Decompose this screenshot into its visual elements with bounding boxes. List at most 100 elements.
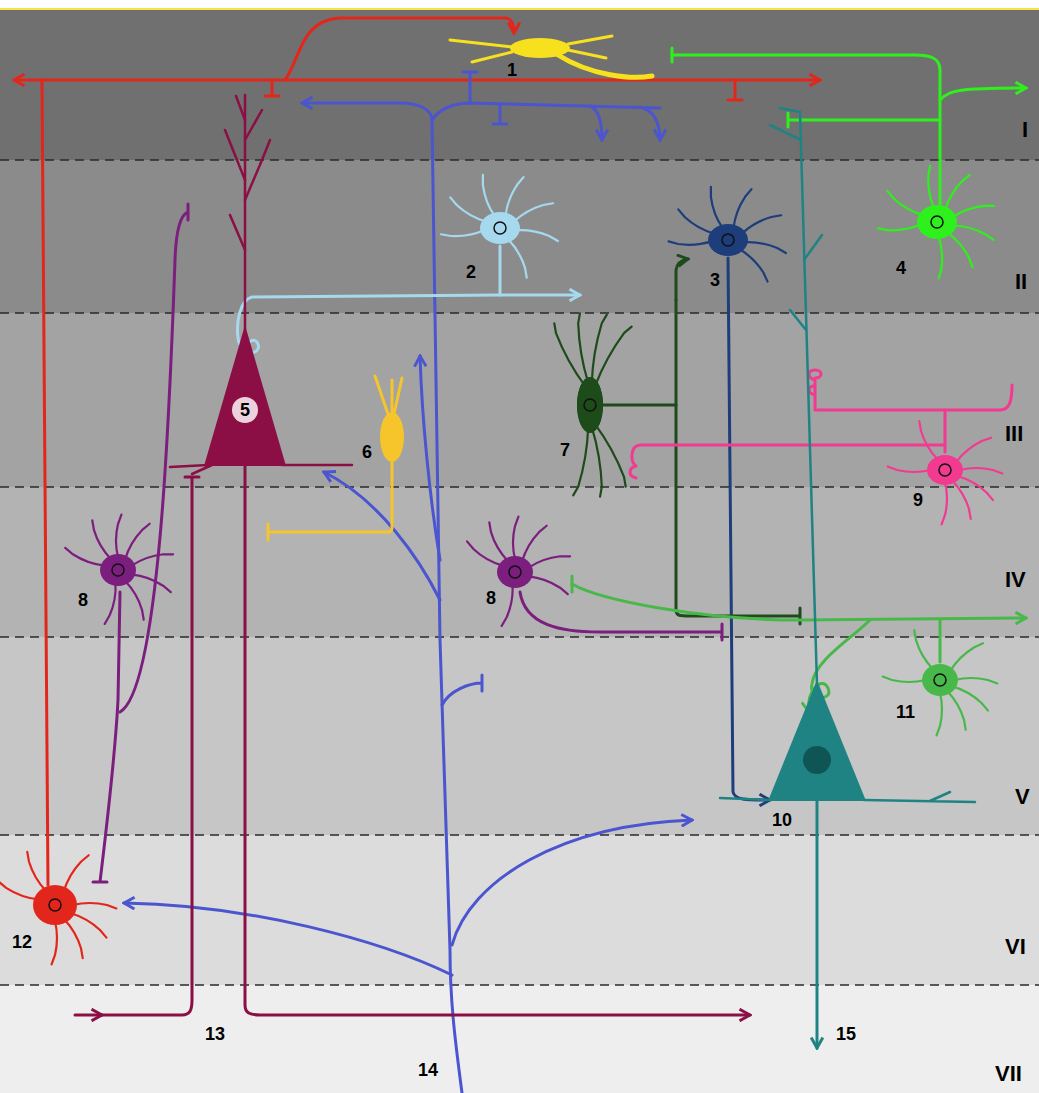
neuron-cell	[483, 175, 495, 216]
bipolar-cell-6-processes	[268, 376, 402, 540]
axon-cell-11	[572, 584, 1026, 620]
horizontal-cell-process	[568, 50, 606, 58]
neuron-cell	[952, 206, 994, 217]
neuron-cell	[722, 234, 734, 246]
callout-number: 8	[78, 590, 88, 610]
pyramidal-cell-5-processes	[75, 95, 750, 1015]
axon-cell-11	[571, 576, 574, 592]
callout-number: 7	[560, 440, 570, 460]
neuron-cell	[112, 564, 124, 576]
neuron-cell	[954, 678, 997, 683]
neuron-cell	[733, 189, 751, 228]
axon-cell-4	[671, 48, 674, 62]
layer-bands	[0, 487, 1039, 637]
neuron-cell	[33, 885, 77, 925]
cell-bodies	[232, 397, 258, 423]
neuron-cell	[744, 242, 786, 253]
callout-number: 10	[772, 810, 792, 830]
neuron-cell	[100, 554, 136, 586]
neuron-cell	[919, 421, 938, 459]
pyramidal-cell-5-processes	[100, 477, 199, 1015]
cell-bodies	[204, 325, 286, 466]
neuron-cell	[494, 222, 506, 234]
neuron-cell	[578, 313, 588, 383]
axon-cell-7	[603, 259, 800, 624]
cell-bodies	[768, 680, 866, 801]
callout-number: 5	[240, 400, 250, 420]
neuron-cell	[92, 520, 111, 559]
neuron-processes	[14, 18, 1026, 1093]
neuron-cell	[914, 630, 933, 669]
axon-cell-7	[676, 259, 688, 300]
neuron-cell	[132, 574, 171, 592]
neuron-cell	[573, 427, 588, 495]
neuron-cell	[592, 315, 607, 383]
callout-number: 3	[710, 270, 720, 290]
neuron-cell	[502, 585, 513, 626]
axon-cell-4	[672, 48, 1026, 204]
neuron-cell	[888, 421, 1003, 524]
pyramidal-cell-10-processes	[800, 112, 817, 685]
callout-number: 2	[466, 262, 476, 282]
neuron-cell	[116, 515, 121, 558]
neuron-cell	[513, 517, 518, 560]
callout-number: 1	[507, 60, 517, 80]
pyramidal-cell-10-processes	[720, 108, 975, 1048]
callout-number: 15	[836, 1024, 856, 1044]
axon-cell-3	[728, 258, 770, 800]
neuron-cell	[945, 175, 970, 210]
pyramidal-cell-10-processes	[770, 108, 822, 330]
cell-bodies	[204, 38, 866, 801]
layer-boundary	[0, 312, 1039, 313]
neuron-cell	[65, 515, 173, 624]
neuron-cell	[956, 438, 991, 463]
pyramidal-cell-5-processes	[244, 95, 247, 330]
neuron-cell	[888, 467, 931, 472]
horizontal-cell-process	[450, 40, 512, 47]
afferent-fiber	[452, 820, 692, 945]
callout-number: 9	[913, 490, 923, 510]
axon-cell-4	[788, 113, 940, 127]
neuron-cell	[939, 464, 951, 476]
axon-cell-2	[238, 295, 500, 368]
neuron-cell	[554, 313, 631, 496]
neuron-cell	[516, 230, 558, 241]
axon-cell-4	[672, 55, 940, 204]
neuron-cell	[0, 852, 116, 965]
axon-cell-3	[728, 258, 770, 800]
layer-bands	[0, 985, 1039, 1093]
layer-bands	[0, 0, 1039, 10]
pyramidal-cell-5-processes	[245, 465, 750, 1015]
neuron-cell	[942, 482, 947, 524]
afferent-fiber	[124, 903, 452, 975]
neuron-cell	[529, 576, 568, 594]
layer-boundary	[0, 159, 1039, 160]
bipolar-cell-6-processes	[268, 460, 392, 540]
neuron-cell	[65, 548, 104, 566]
layer-label: VII	[995, 1062, 1022, 1086]
neuron-cell	[49, 899, 61, 911]
neuron-cell	[739, 249, 767, 282]
axon-cell-9	[630, 445, 945, 478]
neuron-cell	[125, 524, 149, 559]
callout-number: 14	[418, 1060, 438, 1080]
axon-cell-4	[940, 88, 1026, 100]
neuron-cell	[441, 175, 558, 278]
afferent-fiber	[442, 675, 482, 705]
cell-bodies	[510, 38, 570, 58]
horizontal-cell-process	[450, 36, 652, 77]
neuron-cell	[934, 674, 946, 686]
neuron-cell	[883, 677, 926, 682]
afferent-fiber	[432, 120, 462, 1093]
neuron-cell	[584, 399, 596, 411]
neuron-cell	[931, 216, 943, 228]
dendrites	[0, 166, 1002, 965]
neuron-cell	[522, 526, 546, 561]
neuron-cell	[952, 226, 993, 240]
callout-number: 13	[205, 1024, 225, 1044]
neuron-cell	[595, 327, 631, 386]
neuron-cell	[878, 166, 994, 279]
layer-bands	[0, 160, 1039, 313]
